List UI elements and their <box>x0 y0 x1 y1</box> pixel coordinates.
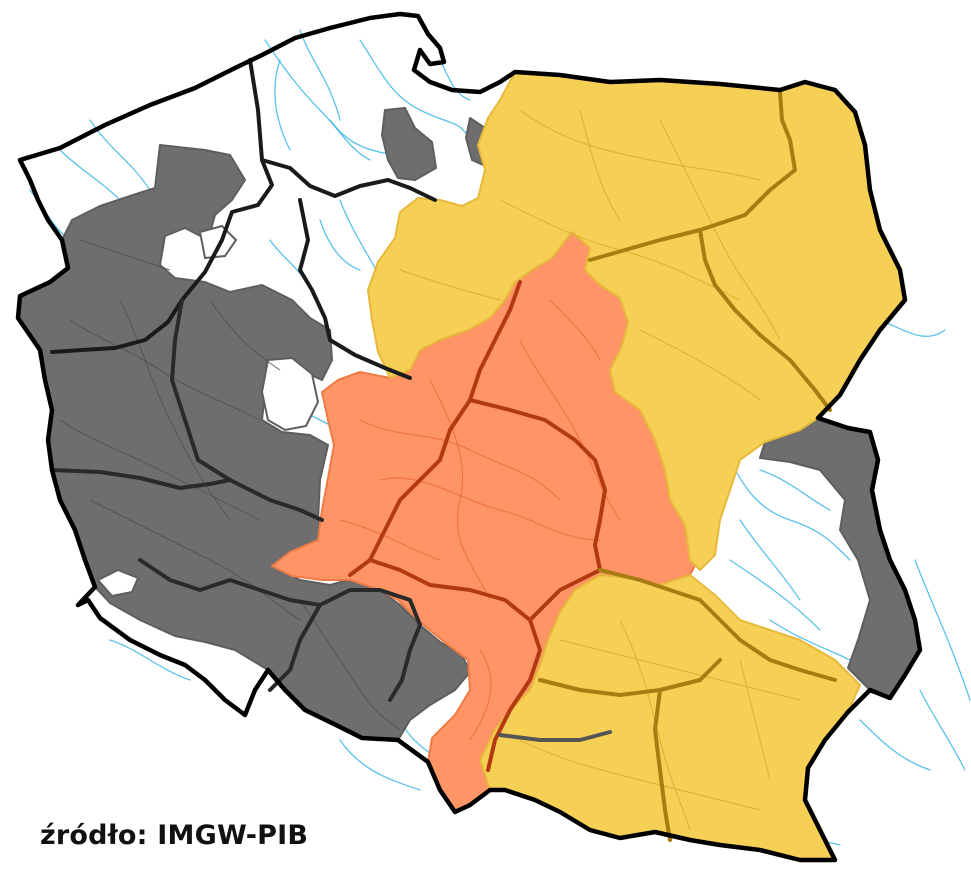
white-holes <box>96 224 320 598</box>
country-border <box>15 11 923 863</box>
voivodeship-borders <box>50 58 837 842</box>
zone-yellow <box>367 71 906 861</box>
gray-texture <box>59 239 401 731</box>
source-label: źródło: IMGW-PIB <box>40 820 309 851</box>
gray-zone-north-pocket <box>381 107 437 181</box>
